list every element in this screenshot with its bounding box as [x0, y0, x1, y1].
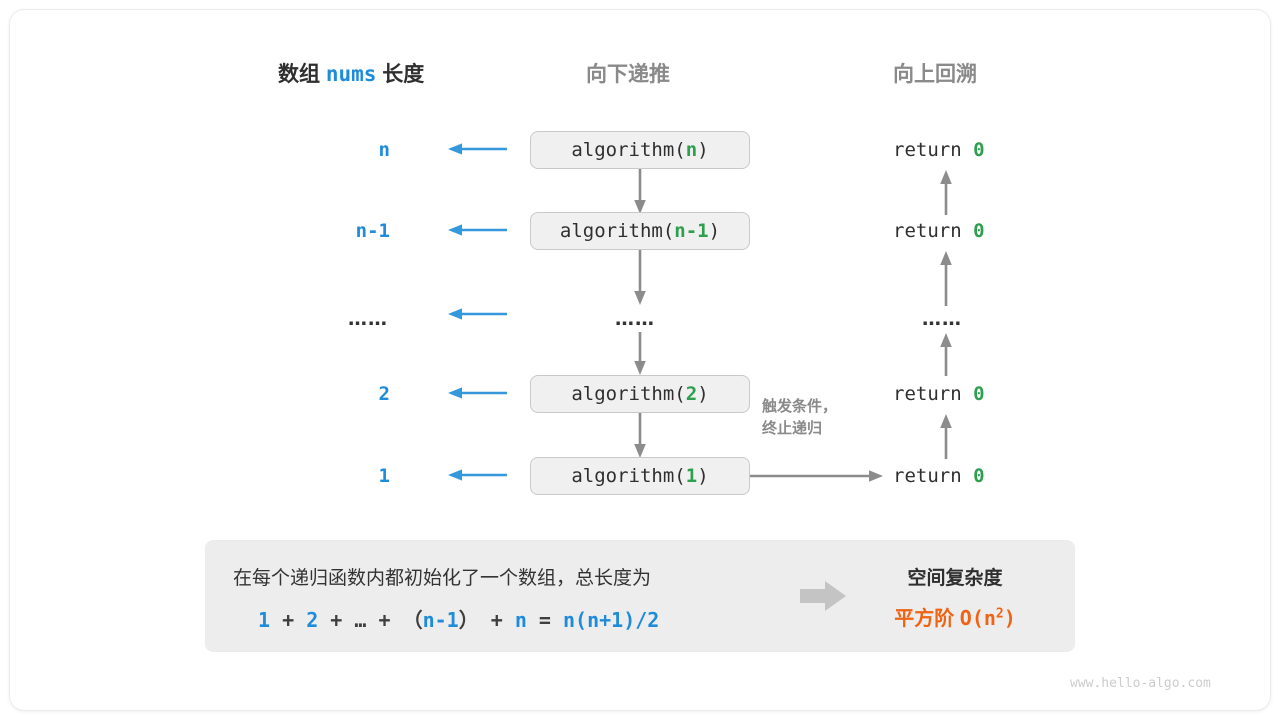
summary-description: 在每个递归函数内都初始化了一个数组，总长度为	[233, 568, 652, 589]
call-prefix-row-5: algorithm(	[571, 465, 686, 487]
formula-op-2: +	[330, 608, 343, 632]
header-left-column: 数组 nums 长度	[278, 58, 424, 88]
up-arrow-row5-to-row4	[938, 413, 954, 459]
call-arg-row-1: n	[685, 139, 698, 161]
return-label-row-2: return 0	[893, 220, 985, 242]
summary-block-arrow-icon	[800, 580, 848, 612]
call-prefix-row-4: algorithm(	[571, 383, 686, 405]
termination-note: 触发条件， 终止递归	[762, 396, 837, 440]
return-label-row-1: return 0	[893, 139, 985, 161]
call-arg-row-4: 2	[685, 383, 698, 405]
return-keyword-row-4: return	[893, 383, 962, 405]
return-keyword-row-2: return	[893, 220, 962, 242]
blue-arrow-row-5	[446, 467, 508, 483]
return-value-row-1: 0	[973, 139, 985, 161]
header-left-mono: nums	[325, 62, 377, 86]
blue-arrow-row-1	[446, 141, 508, 157]
formula-paren-close: ）	[458, 608, 479, 632]
return-keyword-row-1: return	[893, 139, 962, 161]
formula-term-2: 2	[306, 608, 319, 632]
call-box-row-4: algorithm(2)	[530, 375, 750, 413]
call-arg-row-5: 1	[685, 465, 698, 487]
return-value-row-2: 0	[973, 220, 985, 242]
formula-paren-open: （	[402, 608, 423, 632]
down-arrow-dots-to-row4	[632, 332, 648, 376]
base-case-arrow	[750, 468, 884, 484]
formula-equals: =	[538, 608, 551, 632]
blue-arrow-row-4	[446, 385, 508, 401]
termination-note-line-1: 触发条件，	[762, 398, 838, 415]
length-dots-row-3: ……	[348, 308, 388, 330]
formula-term-3: n-1	[422, 608, 459, 632]
formula-op-3: +	[378, 608, 391, 632]
up-arrow-row4-to-dots	[938, 332, 954, 376]
return-keyword-row-5: return	[893, 465, 962, 487]
termination-note-line-2: 终止递归	[762, 419, 823, 437]
header-right-column: 向上回溯	[893, 63, 977, 86]
call-prefix-row-1: algorithm(	[571, 139, 686, 161]
call-prefix-row-2: algorithm(	[559, 220, 675, 242]
call-suffix-row-5: )	[697, 465, 709, 487]
return-label-row-4: return 0	[893, 383, 985, 405]
call-box-row-2: algorithm(n-1)	[530, 212, 750, 250]
return-label-row-5: return 0	[893, 465, 985, 487]
header-middle-column: 向下递推	[586, 63, 670, 86]
call-dots-row-3: ……	[615, 308, 655, 330]
header-left-suffix: 长度	[382, 63, 425, 86]
formula-op-4: +	[490, 608, 503, 632]
watermark: www.hello-algo.com	[1070, 676, 1211, 691]
header-left-prefix: 数组	[278, 63, 320, 86]
return-dots-row-3: ……	[922, 308, 962, 330]
down-arrow-row4-to-row5	[632, 413, 648, 459]
up-arrow-2-to-1	[938, 169, 954, 215]
up-arrow-dots-to-2	[938, 250, 954, 306]
complexity-value: 平方阶 O(n2)	[855, 602, 1055, 631]
length-label-row-1: n	[378, 139, 390, 161]
formula-op-1: +	[282, 608, 295, 632]
formula-term-4: n	[514, 608, 527, 632]
blue-arrow-row-3	[446, 306, 508, 322]
return-value-row-4: 0	[973, 383, 985, 405]
length-label-row-5: 1	[378, 465, 390, 487]
complexity-title: 空间复杂度	[907, 568, 1003, 589]
summary-panel	[205, 540, 1075, 652]
formula-ellipsis: …	[354, 608, 367, 632]
formula-term-1: 1	[258, 608, 271, 632]
complexity-exponent: 2	[995, 606, 1004, 622]
complexity-bigo: O(n	[959, 606, 996, 630]
length-label-row-4: 2	[378, 383, 390, 405]
call-suffix-row-2: )	[708, 220, 721, 242]
call-box-row-1: algorithm(n)	[530, 131, 750, 169]
complexity-order-label: 平方阶	[894, 608, 955, 630]
length-label-row-2: n-1	[355, 220, 390, 242]
down-arrow-2-to-dots	[632, 250, 648, 306]
call-arg-row-2: n-1	[674, 220, 709, 242]
return-value-row-5: 0	[973, 465, 985, 487]
formula-result: n(n+1)/2	[563, 608, 660, 632]
blue-arrow-row-2	[446, 222, 508, 238]
complexity-bigo-close: )	[1003, 606, 1016, 630]
down-arrow-1-to-2	[632, 169, 648, 215]
summary-formula: 1 + 2 + … + （n-1） + n = n(n+1)/2	[258, 604, 659, 633]
call-suffix-row-1: )	[697, 139, 709, 161]
call-suffix-row-4: )	[697, 383, 709, 405]
call-box-row-5: algorithm(1)	[530, 457, 750, 495]
